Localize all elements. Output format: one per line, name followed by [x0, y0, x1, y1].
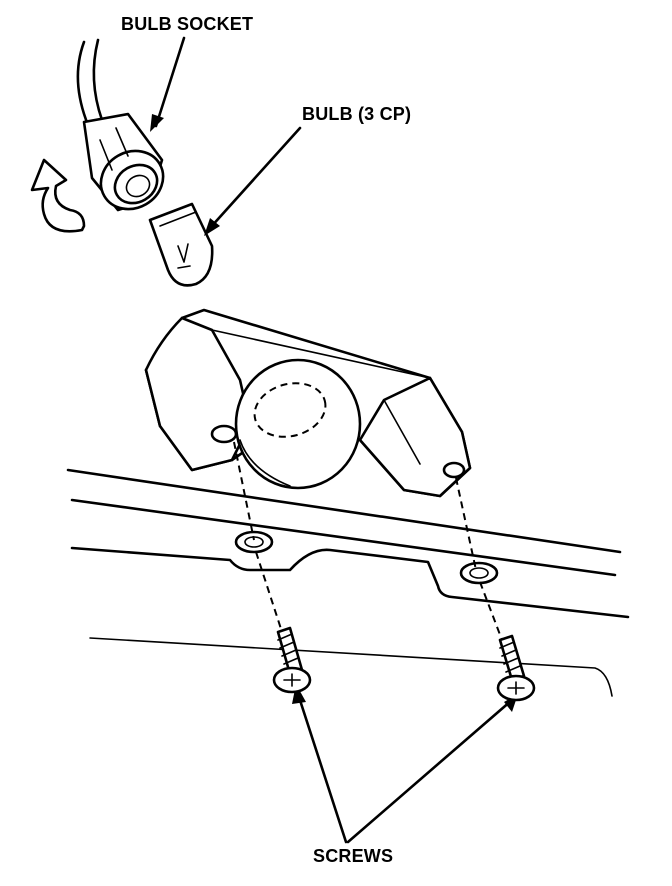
light-housing: [144, 308, 472, 498]
body-panel: [66, 468, 630, 697]
screw-left: [272, 626, 312, 694]
screws-label: SCREWS: [313, 846, 394, 866]
screw-right: [496, 634, 536, 702]
bulb-socket: [76, 38, 165, 212]
rotate-arrow-icon: [30, 158, 86, 233]
bulb-socket-label: BULB SOCKET: [121, 14, 254, 34]
bulb-3cp: [148, 202, 214, 287]
alignment-lines: [233, 441, 503, 641]
bulb-label: BULB (3 CP): [302, 104, 412, 124]
